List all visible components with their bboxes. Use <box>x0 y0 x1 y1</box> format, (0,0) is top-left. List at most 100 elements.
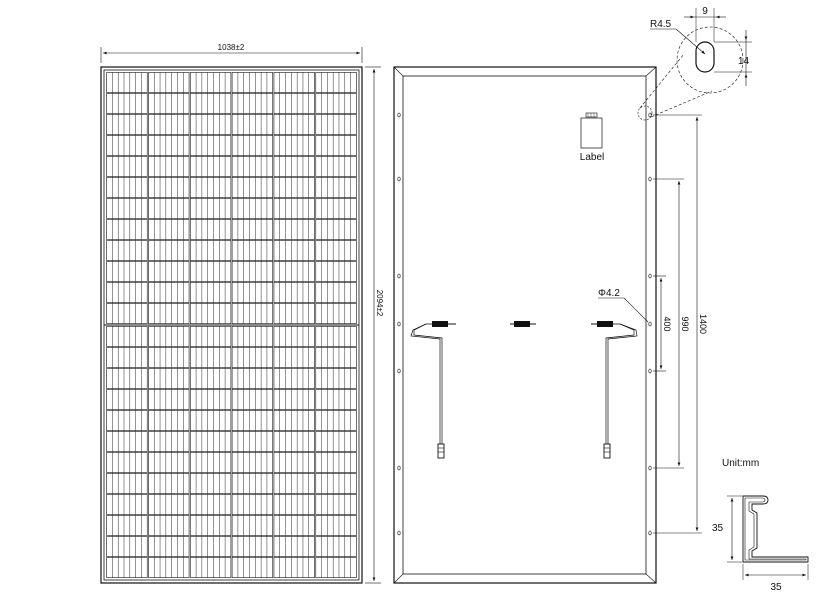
pv-cell <box>273 494 315 515</box>
pv-cell <box>273 261 315 282</box>
pv-cell <box>148 135 190 156</box>
pv-cell <box>148 368 190 389</box>
pv-cell <box>231 431 274 452</box>
pv-cell <box>189 347 232 368</box>
pv-cell <box>273 431 315 452</box>
pv-cell <box>148 473 190 494</box>
pv-cell <box>148 114 190 135</box>
pv-cell <box>148 347 190 368</box>
profile-height-label: 35 <box>712 523 724 534</box>
pv-cell <box>148 282 190 303</box>
pv-cell <box>189 410 232 431</box>
pv-cell <box>315 282 357 303</box>
pv-cell <box>231 557 274 578</box>
junction-box-center <box>510 321 536 327</box>
pv-cell <box>106 198 148 219</box>
pv-cell <box>189 261 232 282</box>
pv-cell <box>315 156 357 177</box>
pv-cell <box>231 347 274 368</box>
pv-cell <box>106 326 148 347</box>
rear-view: Label Φ4. <box>393 66 657 584</box>
pv-cell <box>315 452 357 473</box>
pv-cell <box>189 156 232 177</box>
front-width-label: 1038±2 <box>218 43 245 52</box>
pv-cell <box>148 452 190 473</box>
pv-cell <box>189 431 232 452</box>
dim-990-label: 990 <box>680 316 690 331</box>
pv-cell <box>315 177 357 198</box>
pv-cell <box>189 494 232 515</box>
pv-cell <box>273 93 315 114</box>
dim-1400-label: 1400 <box>698 314 708 334</box>
pv-cell <box>273 156 315 177</box>
slot-detail: R4.5 9 14 <box>637 6 752 121</box>
front-width-dimension: 1038±2 <box>100 43 363 63</box>
front-view <box>100 66 363 584</box>
pv-cell <box>315 261 357 282</box>
detail-slot <box>695 41 715 73</box>
pv-cell <box>315 368 357 389</box>
pv-cell <box>106 219 148 240</box>
pv-cell <box>148 389 190 410</box>
pv-cell <box>148 557 190 578</box>
rear-frame-outer <box>393 66 657 584</box>
right-frame-holes <box>648 112 652 536</box>
pv-cell <box>106 431 148 452</box>
pv-cell <box>315 389 357 410</box>
pv-cell <box>273 135 315 156</box>
pv-cell <box>106 135 148 156</box>
front-height-dimension: 2094±2 <box>365 66 384 584</box>
pv-cell <box>189 326 232 347</box>
pv-cell <box>315 410 357 431</box>
pv-cell <box>106 515 148 536</box>
pv-cell <box>106 72 148 93</box>
dim-400-label: 400 <box>662 316 672 331</box>
pv-cell <box>273 473 315 494</box>
pv-cell <box>231 177 274 198</box>
pv-cell <box>106 452 148 473</box>
front-frame-outer <box>100 66 363 584</box>
pv-cell <box>106 347 148 368</box>
pv-cell <box>231 282 274 303</box>
pv-cell <box>273 240 315 261</box>
detail-large-circle <box>676 26 744 94</box>
pv-cell <box>148 72 190 93</box>
pv-cell <box>231 326 274 347</box>
pv-cell <box>273 515 315 536</box>
pv-cell <box>273 326 315 347</box>
pv-cell <box>273 303 315 324</box>
pv-cell <box>231 389 274 410</box>
pv-cell <box>148 261 190 282</box>
pv-cell <box>273 347 315 368</box>
pv-cell <box>273 282 315 303</box>
pv-cell <box>106 557 148 578</box>
pv-cell <box>106 240 148 261</box>
pv-cell <box>315 114 357 135</box>
pv-cell <box>189 135 232 156</box>
pv-cell <box>315 72 357 93</box>
pv-cell <box>315 93 357 114</box>
pv-cell <box>273 114 315 135</box>
pv-cell <box>189 515 232 536</box>
pv-cell <box>106 303 148 324</box>
pv-cell <box>315 198 357 219</box>
pv-cell <box>106 93 148 114</box>
pv-cell <box>148 494 190 515</box>
cell-grid <box>106 72 357 578</box>
pv-cell <box>148 410 190 431</box>
pv-cell <box>106 536 148 557</box>
rear-dimension-lines <box>653 114 702 534</box>
pv-cell <box>231 240 274 261</box>
detail-width-label: 9 <box>702 6 708 17</box>
pv-cell <box>273 198 315 219</box>
pv-cell <box>106 389 148 410</box>
pv-cell <box>231 114 274 135</box>
pv-cell <box>106 261 148 282</box>
profile-outline-outer <box>742 495 809 563</box>
pv-cell <box>189 452 232 473</box>
label-text: Label <box>580 152 604 163</box>
pv-cell <box>106 177 148 198</box>
hole-diameter-callout: Φ4.2 <box>598 288 649 323</box>
pv-cell <box>189 240 232 261</box>
pv-cell <box>148 219 190 240</box>
